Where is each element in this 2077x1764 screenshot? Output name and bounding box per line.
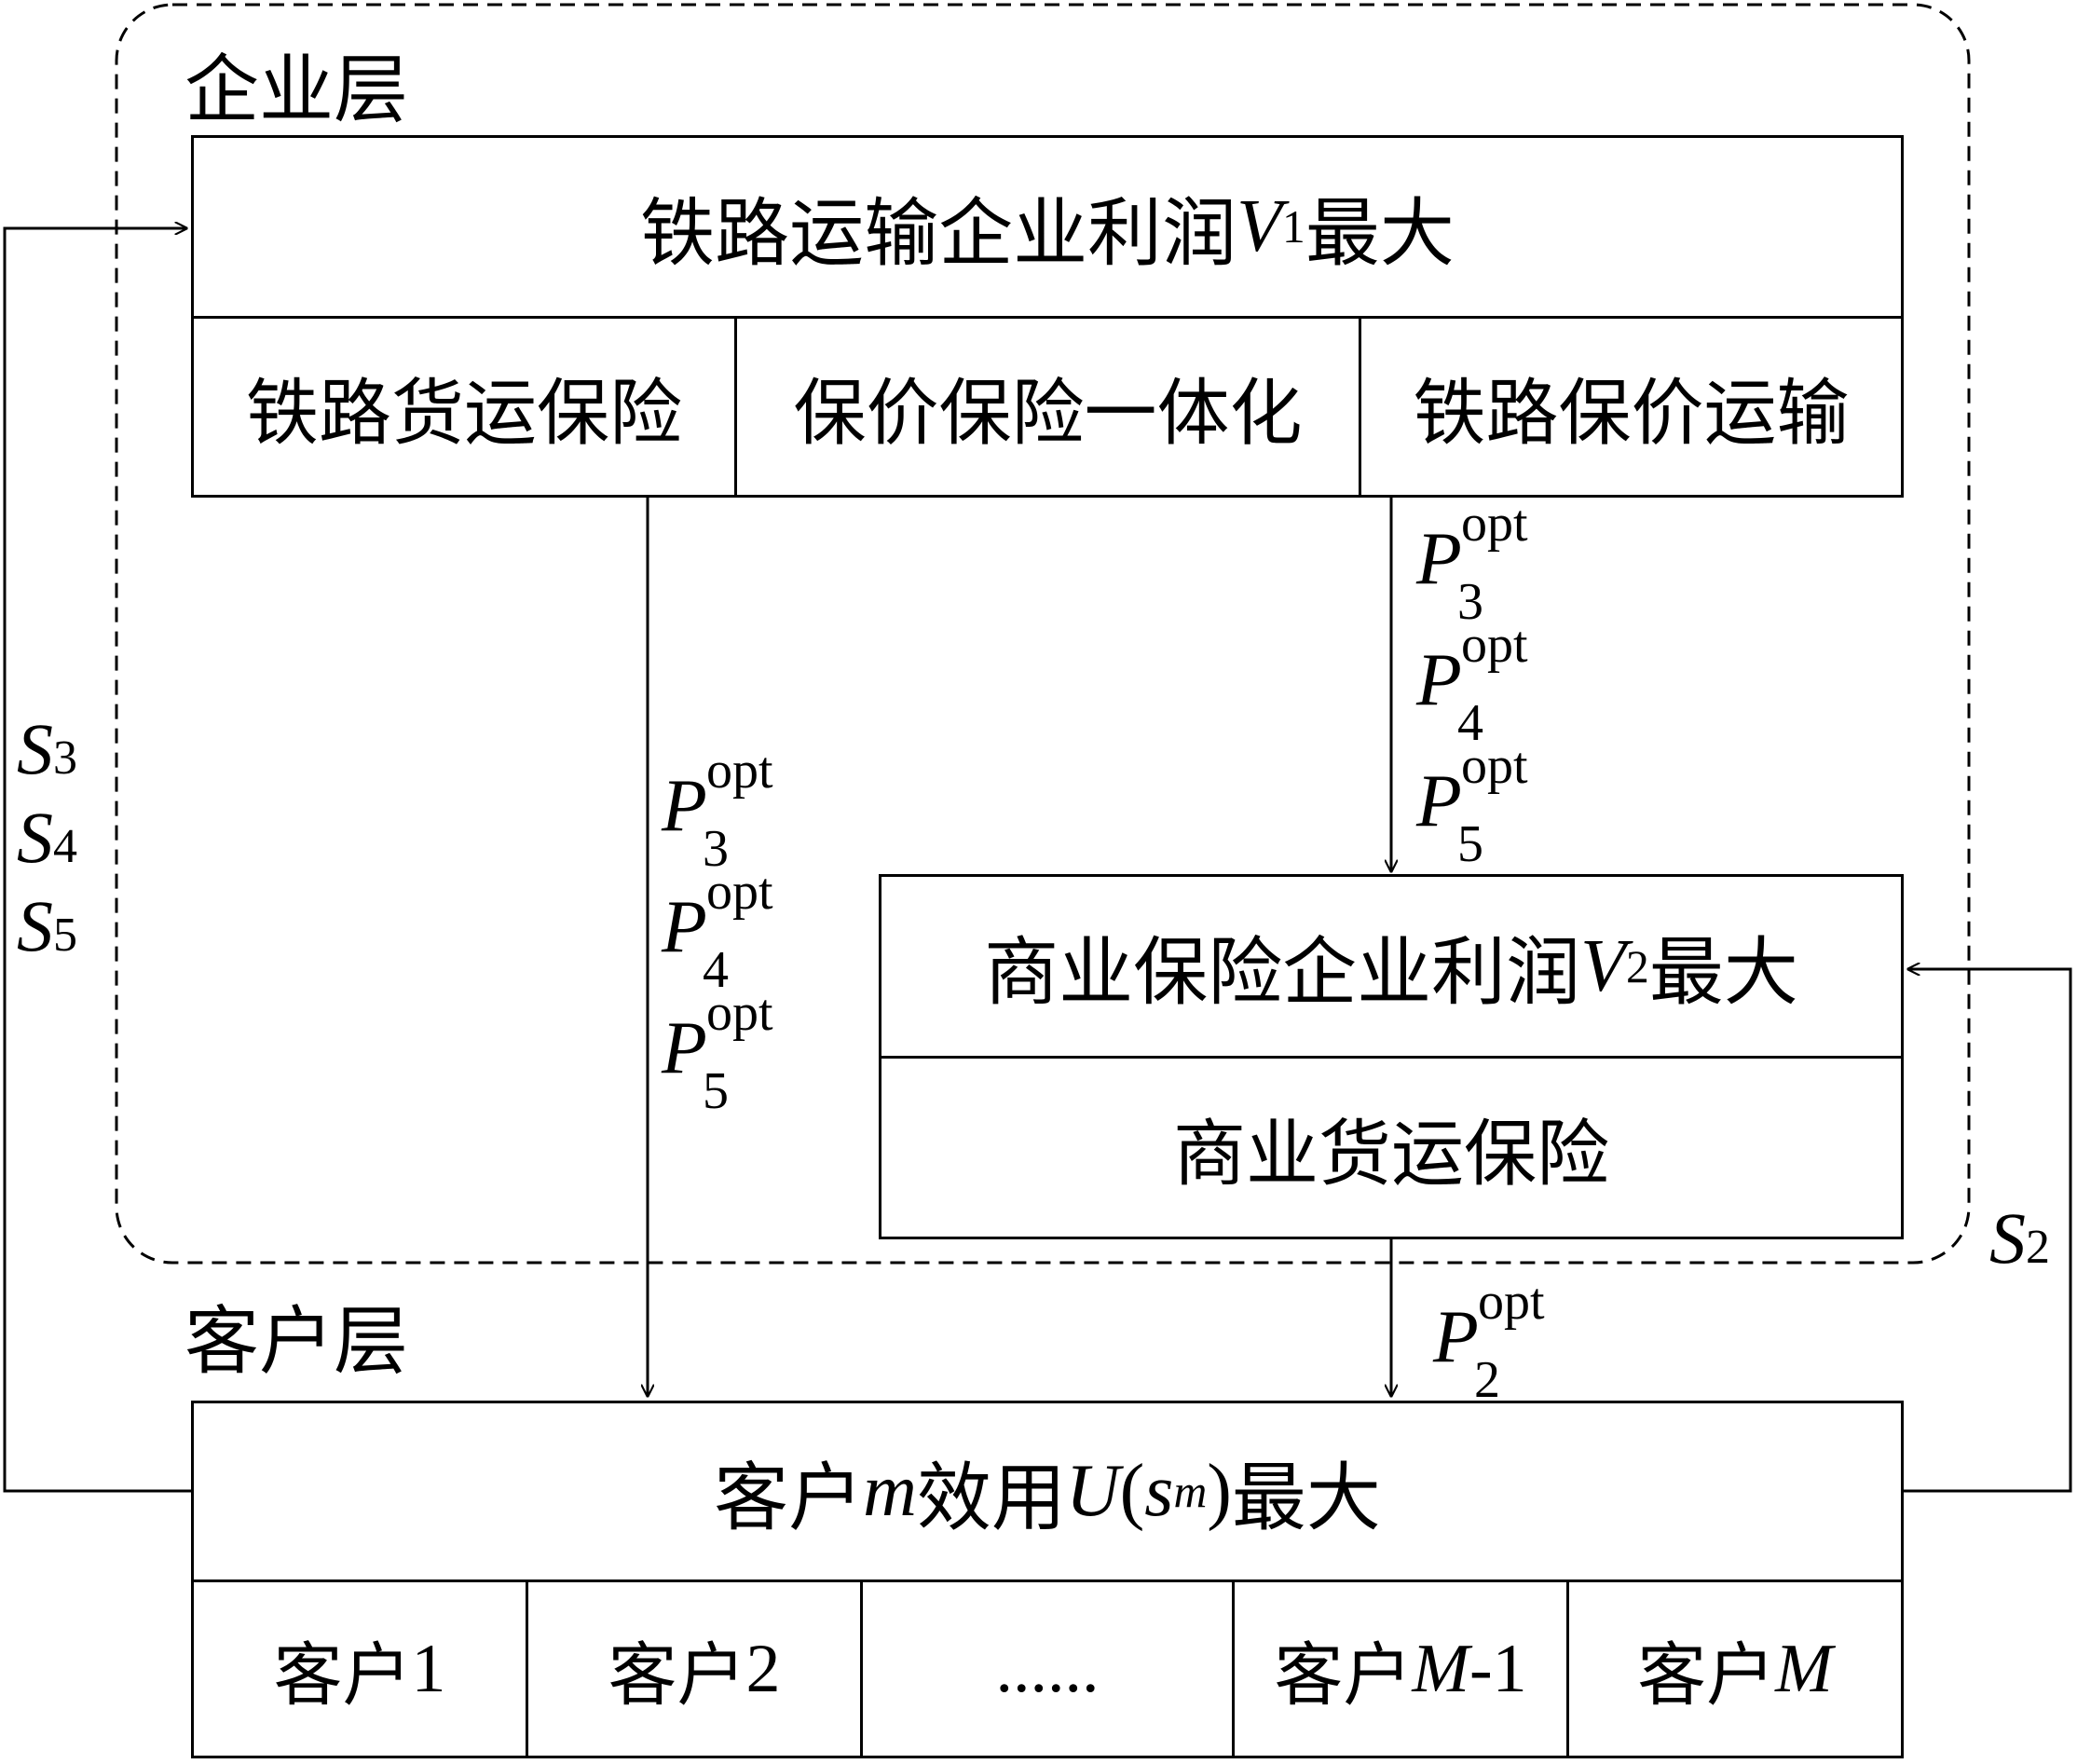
utility-prefix: 客户 [714,1454,864,1541]
railway-profit-suffix: 最大 [1305,189,1455,277]
railway-option-integration: 保价保险一体化 [734,316,1361,498]
customer-cell-number: ...... [995,1630,1100,1707]
feedback-customer-to-railway [3,228,191,1493]
utility-m: m [863,1450,917,1532]
s-subscript: 5 [53,909,77,962]
commercial-option-box: 商业货运保险 [879,1056,1904,1239]
utility-suffix: 最大 [1231,1454,1381,1541]
s-symbol: S [17,708,53,789]
utility-U: U [1065,1450,1120,1532]
p-subscript: 5 [1457,815,1483,873]
utility-open-paren: ( [1119,1450,1145,1532]
p-symbol: P [1433,1296,1479,1378]
utility-mid: 效用 [916,1454,1066,1541]
p-superscript: opt [706,984,773,1042]
railway-option-freight-insurance: 铁路货运保险 [191,316,737,498]
customer-cell-number: -1 [1469,1630,1527,1707]
p-subscript: 2 [1474,1351,1500,1409]
p-subscript: 5 [703,1062,729,1120]
p-superscript: opt [1478,1273,1545,1331]
p-symbol: P [1416,639,1462,721]
utility-close-paren: ) [1207,1450,1232,1532]
utility-s: s [1144,1450,1174,1532]
customer-cell-italic: M [1412,1630,1469,1707]
customer-cell-prefix: 客户 [608,1634,746,1716]
p-symbol: P [1416,760,1462,842]
p-superscript: opt [1461,737,1528,795]
p-superscript: opt [706,863,773,921]
commercial-profit-text: 商业保险企业利润 [984,929,1581,1016]
customer-cell-ellipsis: ...... [860,1579,1235,1758]
s-subscript: 2 [2026,1221,2050,1274]
customer-layer-label: 客户层 [184,1298,408,1385]
railway-option-valuation-transport: 铁路保价运输 [1359,316,1904,498]
p-superscript: opt [1461,616,1528,674]
p-subscript: 4 [703,941,729,999]
p-subscript: 3 [1457,573,1483,631]
commercial-profit-suffix: 最大 [1648,929,1798,1016]
p-subscript: 4 [1457,694,1483,752]
customer-cell-prefix: 客户 [1274,1634,1413,1716]
commercial-profit-sub: 2 [1626,940,1649,992]
p-superscript: opt [706,742,773,800]
railway-profit-var: V [1237,185,1283,267]
customer-cell-italic: M [1775,1630,1833,1707]
p-subscript: 3 [703,820,729,878]
utility-s-sub: m [1173,1466,1208,1517]
s-symbol: S [17,797,53,878]
commercial-profit-var: V [1580,924,1627,1007]
railway-profit-text: 铁路运输企业利润 [640,189,1237,277]
p-symbol: P [662,765,707,847]
p-symbol: P [662,886,707,968]
p-symbol: P [662,1007,707,1089]
railway-profit-sub: 1 [1282,201,1305,253]
customer-cell-number: 2 [745,1630,781,1707]
customer-cell-number: 1 [411,1630,446,1707]
p-symbol: P [1416,518,1462,600]
s-symbol: S [1989,1197,2026,1279]
enterprise-layer-label: 企业层 [184,47,408,133]
p-superscript: opt [1461,495,1528,553]
customer-cell-prefix: 客户 [273,1634,412,1716]
feedback-customer-to-commercial [1904,969,2072,1493]
s-subscript: 4 [53,820,77,873]
s-symbol: S [17,885,53,966]
s-subscript: 3 [53,732,77,785]
enterprise-layer-boundary [115,3,1971,1265]
customer-cell-prefix: 客户 [1637,1634,1776,1716]
